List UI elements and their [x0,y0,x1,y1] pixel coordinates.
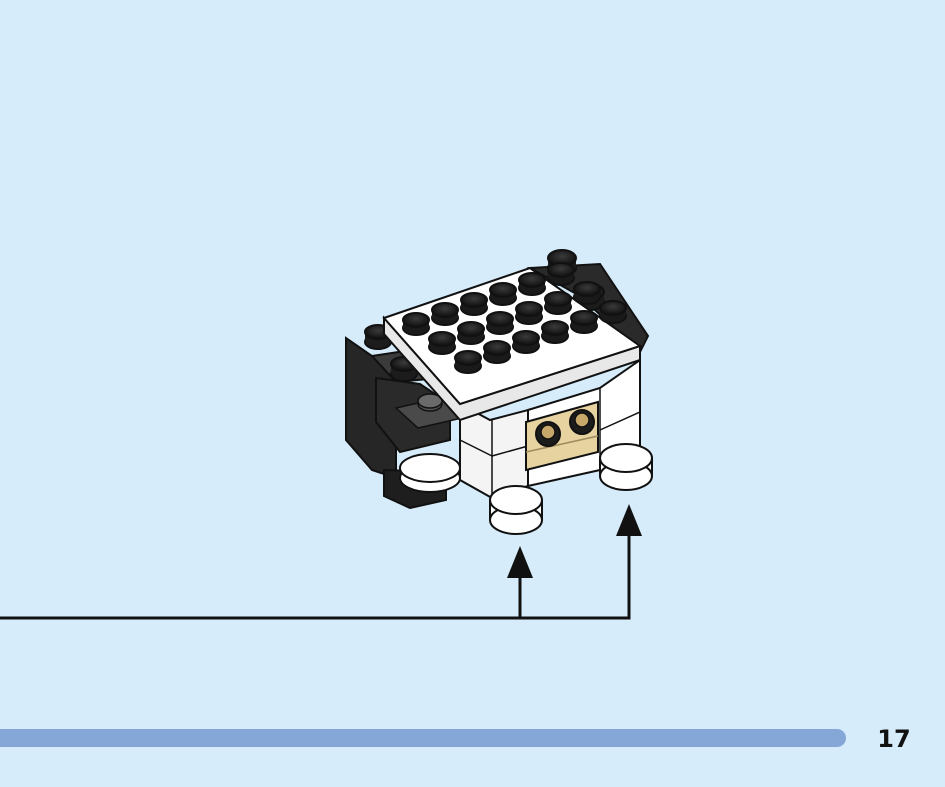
stud [454,350,482,374]
stud [457,321,485,345]
stud [431,302,459,326]
stud [544,291,572,315]
stud [512,330,540,354]
stud [515,301,543,325]
stud [460,292,488,316]
stud [573,281,601,305]
page-number: 17 [877,725,911,753]
callout-connector [0,530,631,620]
progress-bar [0,729,846,747]
top-studs [402,262,627,374]
arrow-up-icon [507,546,533,578]
stud [486,311,514,335]
stud [570,310,598,334]
stud [428,331,456,355]
sheep-legs [489,443,653,535]
stud [541,320,569,344]
stud [489,282,517,306]
stud [483,340,511,364]
arrow-up-icon [616,504,642,536]
stud [402,312,430,336]
stud [518,272,546,296]
stud [547,262,575,286]
stud [599,300,627,324]
sheep-head [345,324,464,510]
